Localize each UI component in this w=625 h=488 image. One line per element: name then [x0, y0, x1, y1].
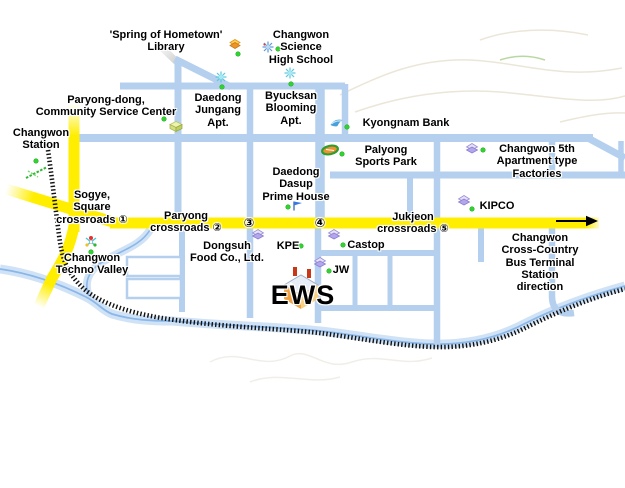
green-dot-marker [327, 269, 331, 273]
school-icon [262, 41, 275, 54]
green-dot-marker [341, 243, 345, 247]
label-kyongnam-bank: Kyongnam Bank [362, 117, 450, 129]
library-icon [229, 39, 241, 50]
label-dongsuh-food: Dongsuh Food Co., Ltd. [190, 240, 264, 265]
station-icon [24, 162, 50, 182]
label-science-high-school: Changwon Science High School [268, 29, 334, 66]
label-ews: EWS [270, 280, 336, 310]
label-changwon-5th-factories: Changwon 5th Apartment type Factories [496, 143, 578, 180]
label-jukjeon-crossroads: Jukjeon crossroads ⑤ [377, 211, 449, 236]
green-dot-marker [220, 85, 224, 89]
label-bus-terminal-direction: Changwon Cross-Country Bus Terminal Stat… [501, 232, 579, 294]
label-jw: JW [332, 264, 350, 276]
label-paryong-crossroads: Paryong crossroads ② [150, 210, 222, 235]
factory-icon [280, 265, 322, 311]
apartment-icon [215, 71, 228, 84]
bank-icon [330, 117, 345, 129]
green-dot-marker [345, 125, 349, 129]
label-sogye-square-crossroads: Sogye, Square crossroads ① [56, 189, 128, 226]
label-kpe: KPE [276, 240, 300, 252]
road-grid [77, 55, 625, 347]
direction-arrow [556, 215, 598, 227]
green-dot-marker [470, 207, 474, 211]
book-icon [465, 143, 479, 154]
book-icon [313, 257, 327, 268]
label-crossroads-3: ③ [243, 216, 255, 230]
label-byucksan-blooming-apt: Byucksan Blooming Apt. [265, 90, 317, 127]
green-dot-marker [236, 52, 240, 56]
flag-icon [292, 201, 304, 212]
book-icon [251, 229, 265, 240]
sports-park-icon [320, 143, 340, 157]
contour-lines [209, 29, 625, 383]
community-center-icon [168, 120, 184, 133]
label-crossroads-4: ④ [314, 216, 326, 230]
technovalley-icon [83, 235, 99, 249]
label-changwon-techno-valley: Changwon Techno Valley [55, 252, 129, 277]
green-dot-marker [162, 117, 166, 121]
green-dot-marker [34, 159, 38, 163]
railroad [45, 149, 625, 350]
label-palyong-sports-park: Palyong Sports Park [355, 144, 417, 169]
label-changwon-station: Changwon Station [12, 127, 70, 152]
label-kipco: KIPCO [479, 200, 515, 212]
book-icon [327, 229, 341, 240]
green-dot-marker [481, 148, 485, 152]
label-daedong-jungang-apt: Daedong Jungang Apt. [194, 92, 242, 129]
apartment-icon [284, 67, 297, 80]
green-dot-marker [289, 82, 293, 86]
green-dot-marker [286, 205, 290, 209]
label-daedong-dasup-prime-house: Daedong Dasup Prime House [262, 166, 330, 203]
green-dot-marker [276, 47, 280, 51]
river [0, 227, 625, 349]
book-icon [457, 195, 471, 206]
green-dot-marker [340, 152, 344, 156]
label-community-service-center: Paryong-dong, Community Service Center [35, 94, 177, 119]
label-castop: Castop [347, 239, 385, 251]
green-dot-marker [299, 244, 303, 248]
label-library: 'Spring of Hometown' Library [109, 29, 223, 54]
green-dot-marker [89, 250, 93, 254]
